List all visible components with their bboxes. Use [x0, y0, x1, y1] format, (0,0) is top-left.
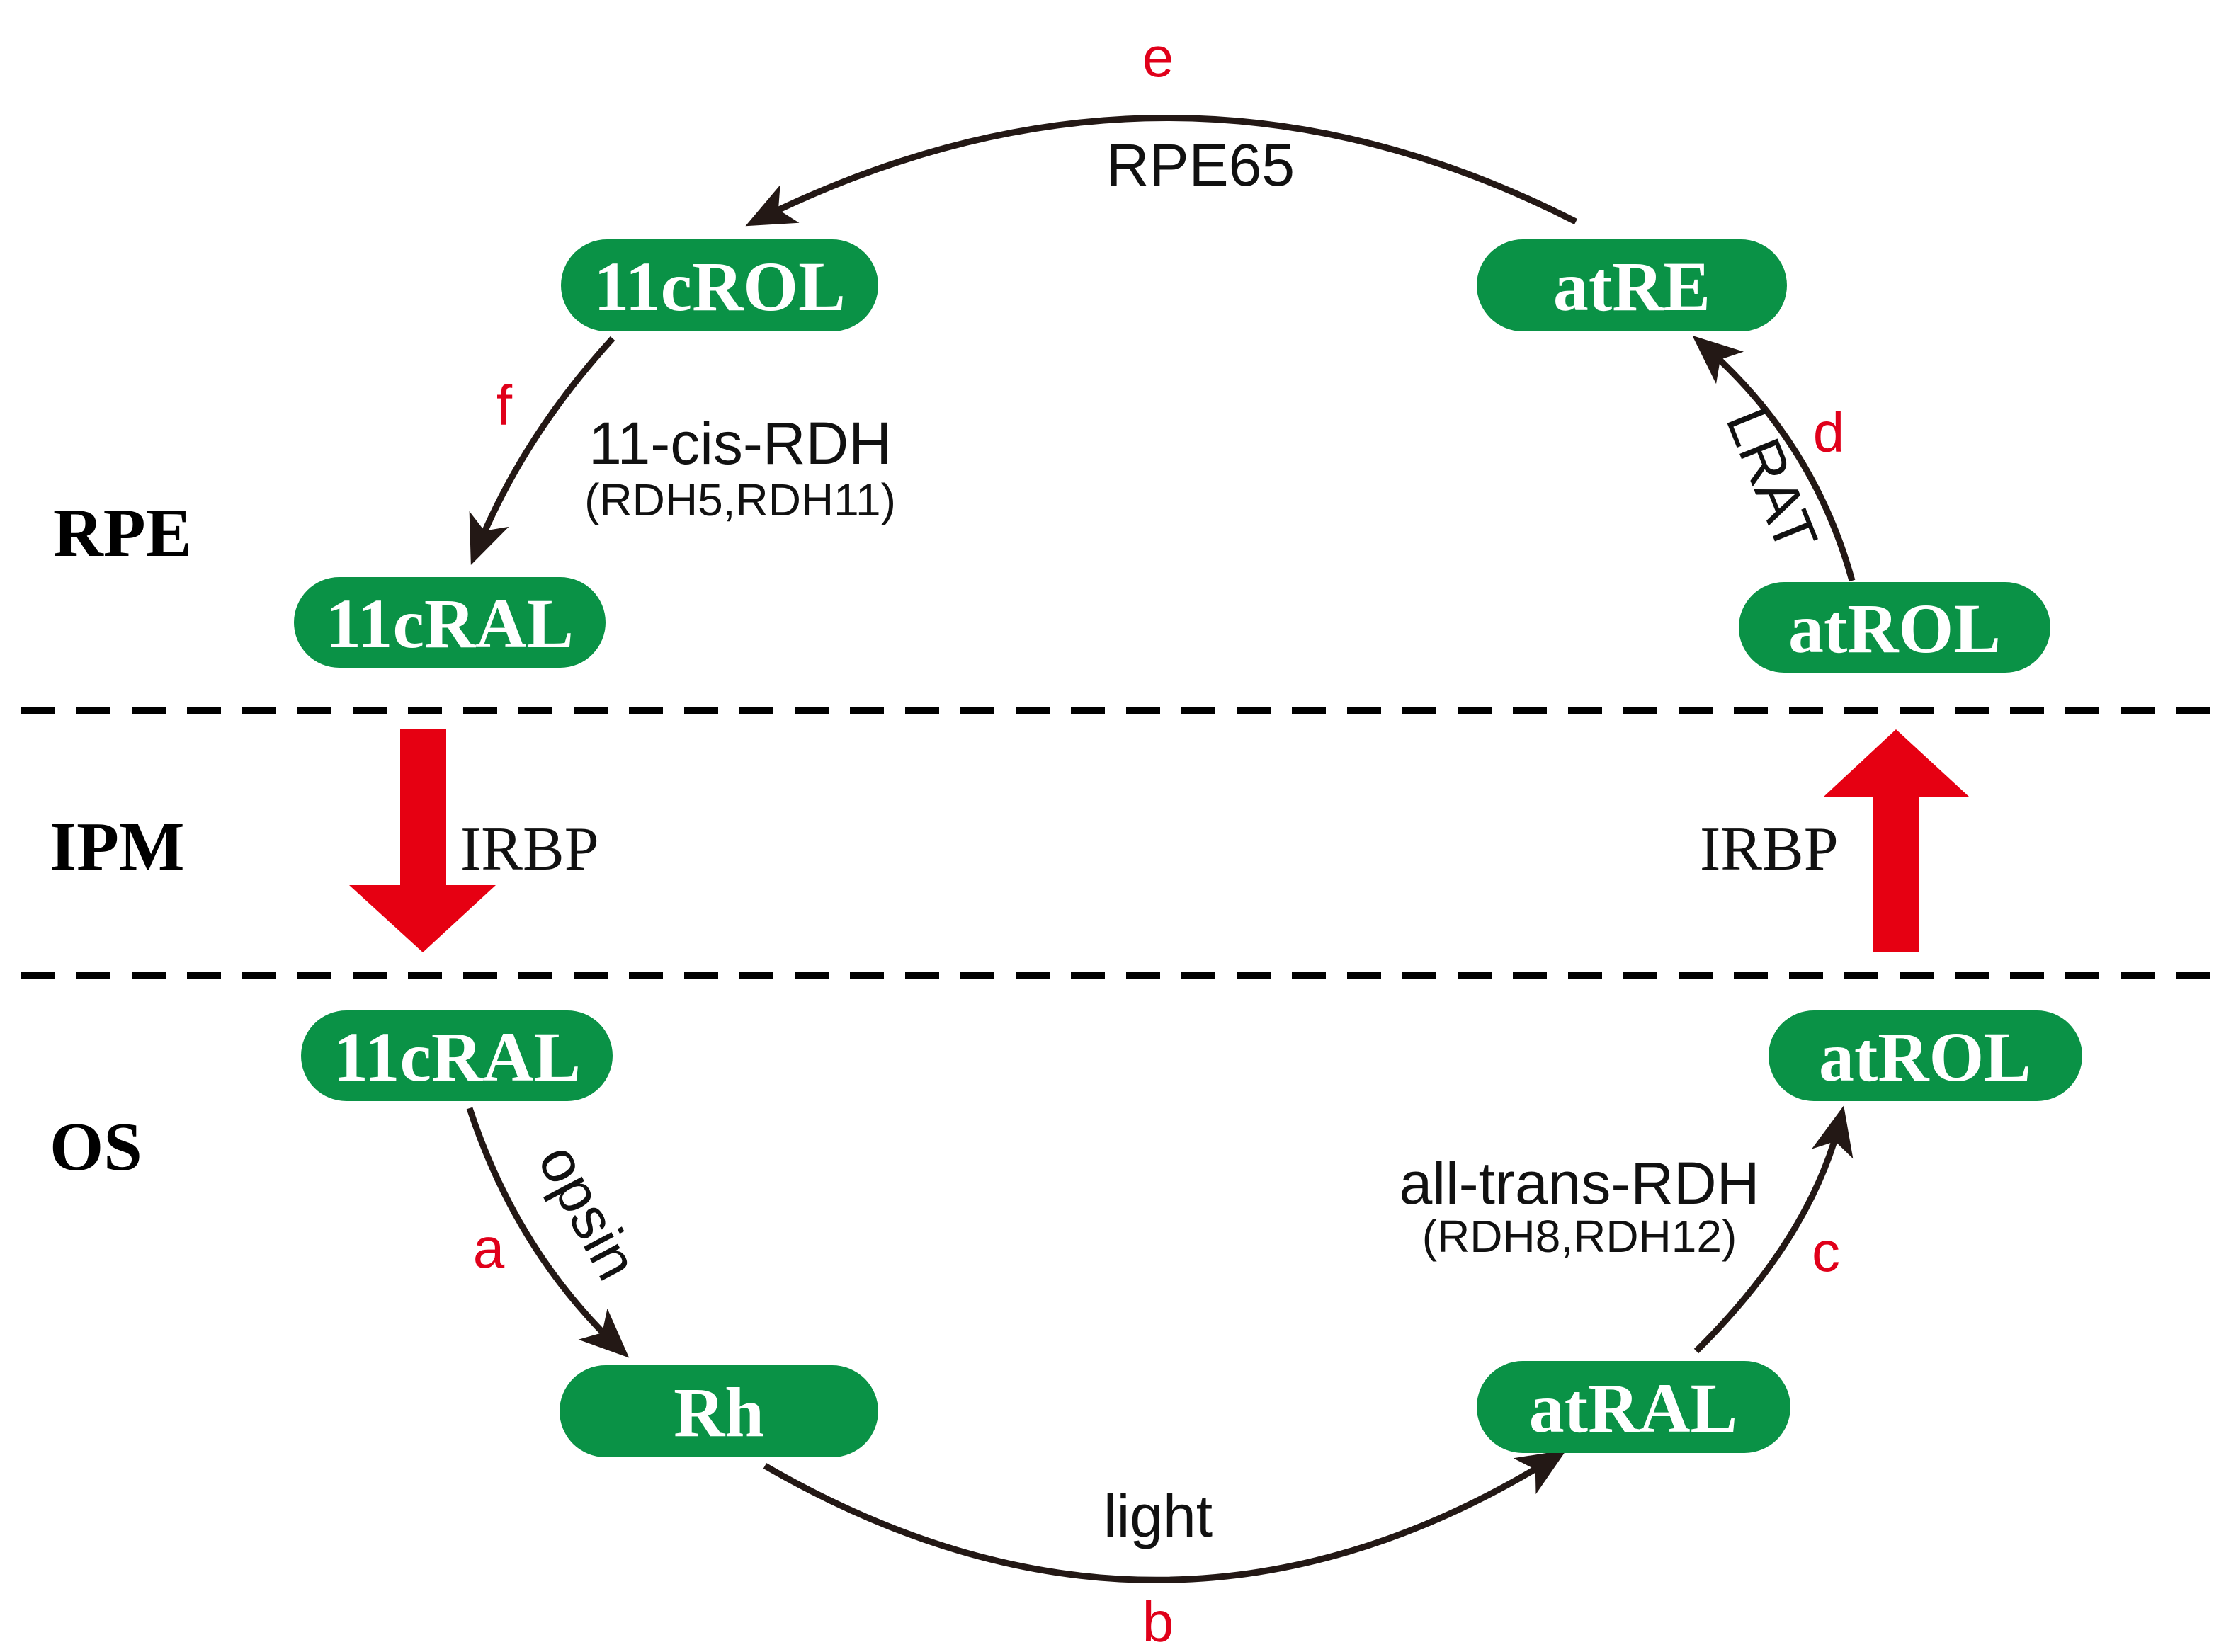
node-rpe-atrol: atROL: [1739, 582, 2050, 673]
arc-f-cis-rdh: [469, 336, 615, 566]
step-label-c: c: [1812, 1220, 1840, 1283]
svg-text:11cROL: 11cROL: [594, 247, 846, 326]
enzyme-label-trans-rdh: all-trans-RDH: [1400, 1150, 1760, 1217]
enzyme-label-trans-rdh-isoforms: (RDH8,RDH12): [1422, 1211, 1737, 1262]
arc-a-opsin: [466, 1107, 630, 1358]
irbp-arrow-up: [1824, 729, 1969, 952]
svg-text:11cRAL: 11cRAL: [326, 584, 574, 663]
svg-text:atRE: atRE: [1553, 247, 1710, 326]
node-os-atral: atRAL: [1477, 1361, 1790, 1453]
svg-text:atRAL: atRAL: [1529, 1369, 1737, 1447]
arc-c-trans-rdh: [1693, 1105, 1854, 1354]
step-label-d: d: [1813, 401, 1845, 464]
step-label-b: b: [1142, 1590, 1174, 1652]
enzyme-label-cis-rdh-isoforms: (RDH5,RDH11): [584, 474, 896, 525]
node-os-11cral: 11cRAL: [301, 1010, 613, 1101]
node-rpe-11crol: 11cROL: [561, 239, 878, 331]
enzyme-label-light: light: [1103, 1483, 1213, 1549]
svg-text:Rh: Rh: [674, 1373, 764, 1452]
node-os-rh: Rh: [560, 1365, 878, 1457]
region-label-ipm: IPM: [50, 809, 185, 885]
node-rpe-11cral: 11cRAL: [294, 577, 606, 668]
arc-d-lrat: [1692, 335, 1856, 582]
irbp-arrow-down: [349, 729, 496, 952]
step-label-a: a: [473, 1217, 505, 1280]
step-label-f: f: [496, 374, 513, 437]
region-label-os: OS: [50, 1109, 142, 1185]
arc-b-light: [763, 1449, 1567, 1583]
arc-e-rpe65: [745, 115, 1578, 227]
irbp-label-right: IRBP: [1700, 815, 1839, 884]
node-rpe-atre: atRE: [1477, 239, 1787, 331]
svg-text:atROL: atROL: [1788, 589, 2001, 668]
irbp-label-left: IRBP: [460, 815, 599, 884]
enzyme-label-cis-rdh: 11-cis-RDH: [589, 410, 892, 477]
svg-text:11cRAL: 11cRAL: [333, 1018, 581, 1096]
enzyme-label-rpe65: RPE65: [1106, 132, 1295, 198]
step-label-e: e: [1142, 25, 1174, 89]
region-label-rpe: RPE: [53, 495, 192, 571]
node-os-atrol: atROL: [1769, 1010, 2082, 1101]
svg-text:atROL: atROL: [1819, 1018, 2031, 1096]
